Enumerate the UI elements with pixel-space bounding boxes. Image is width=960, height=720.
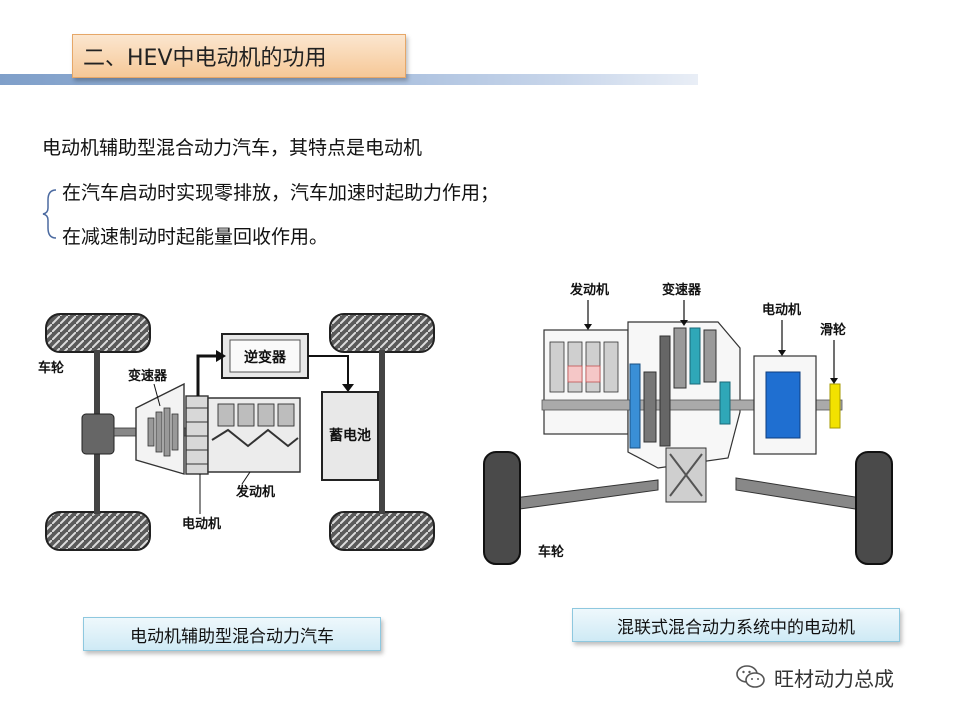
series-parallel-hev-diagram: 发动机 变速器 电动机 滑轮 车轮 <box>483 282 893 565</box>
right-drive-link <box>735 477 875 513</box>
main-shaft <box>541 399 843 411</box>
label-motor: 电动机 <box>182 516 221 532</box>
left-wheel-icon <box>483 451 521 565</box>
watermark-text: 旺材动力总成 <box>774 666 894 691</box>
differential-icon <box>81 413 115 455</box>
inverter-motor-link <box>196 354 218 396</box>
right-wheel-icon <box>855 451 893 565</box>
label-transmission-r: 变速器 <box>662 282 702 298</box>
watermark: 旺材动力总成 <box>736 662 894 692</box>
wechat-icon <box>736 665 765 688</box>
right-front-wheel-icon <box>329 313 435 353</box>
label-battery: 蓄电池 <box>329 427 371 444</box>
caption-left-text: 电动机辅助型混合动力汽车 <box>130 626 334 647</box>
slide-title: 二、HEV中电动机的功用 <box>72 34 406 78</box>
left-rear-wheel-icon <box>45 511 151 551</box>
battery-box-icon <box>321 391 379 481</box>
motor-assist-hev-diagram: 逆变器 蓄电池 车轮 变速器 发动机 电动机 <box>38 313 435 551</box>
label-transmission: 变速器 <box>128 368 168 384</box>
slide-title-text: 二、HEV中电动机的功用 <box>83 46 327 71</box>
transmission-gears-icon <box>147 407 179 457</box>
bracket-icon <box>42 189 57 239</box>
label-engine: 发动机 <box>235 484 275 500</box>
bullet-item-1: 在汽车启动时实现零排放，汽车加速时起助力作用； <box>62 182 500 204</box>
header-bar <box>0 74 698 85</box>
planetary-gears-icon <box>629 327 731 449</box>
motor-rotor-icon <box>765 371 801 439</box>
caption-right-text: 混联式混合动力系统中的电动机 <box>617 617 855 638</box>
inverter-battery-link <box>308 355 349 386</box>
label-engine-r: 发动机 <box>569 282 609 298</box>
engine-pistons-icon <box>217 403 295 427</box>
label-pulley: 滑轮 <box>820 322 846 338</box>
left-front-wheel-icon <box>45 313 151 353</box>
label-wheel: 车轮 <box>38 360 64 376</box>
bullet-item-2: 在减速制动时起能量回收作用。 <box>62 226 329 248</box>
caption-left: 电动机辅助型混合动力汽车 <box>83 617 381 651</box>
label-motor-r: 电动机 <box>762 302 801 318</box>
right-axle <box>379 350 385 514</box>
left-drive-link <box>497 479 659 513</box>
caption-right: 混联式混合动力系统中的电动机 <box>572 608 900 642</box>
right-rear-wheel-icon <box>329 511 435 551</box>
intro-text: 电动机辅助型混合动力汽车，其特点是电动机 <box>42 137 423 159</box>
label-wheel-r: 车轮 <box>538 544 564 560</box>
label-inverter: 逆变器 <box>244 349 287 366</box>
pulley-icon <box>829 383 841 429</box>
